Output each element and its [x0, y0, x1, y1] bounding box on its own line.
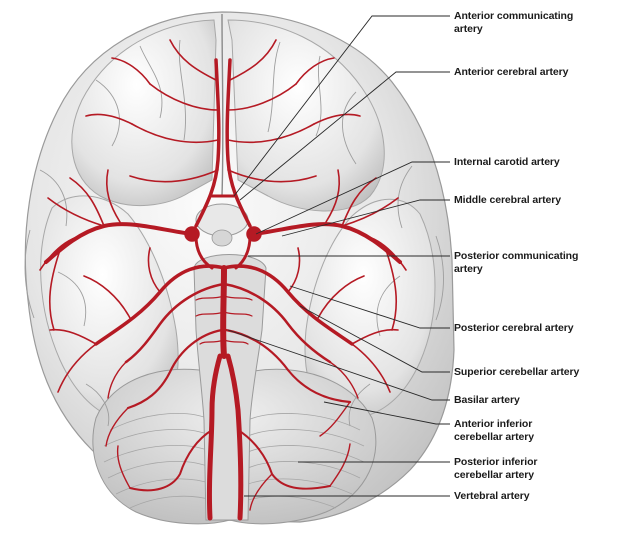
label-anterior-communicating-artery: Anterior communicating artery	[454, 10, 620, 35]
pituitary-stalk	[212, 230, 232, 246]
label-posterior-cerebral-artery: Posterior cerebral artery	[454, 322, 620, 335]
label-basilar-artery: Basilar artery	[454, 394, 620, 407]
label-posterior-communicating-artery: Posterior communicating artery	[454, 250, 620, 275]
label-posterior-inferior-cerebellar-artery: Posterior inferior cerebellar artery	[454, 456, 620, 481]
label-superior-cerebellar-artery: Superior cerebellar artery	[454, 366, 620, 379]
label-vertebral-artery: Vertebral artery	[454, 490, 620, 503]
label-anterior-cerebral-artery: Anterior cerebral artery	[454, 66, 620, 79]
longitudinal-fissure	[222, 14, 223, 196]
label-anterior-inferior-cerebellar-artery: Anterior inferior cerebellar artery	[454, 418, 620, 443]
label-middle-cerebral-artery: Middle cerebral artery	[454, 194, 620, 207]
label-internal-carotid-artery: Internal carotid artery	[454, 156, 620, 169]
right-frontal-lobe	[228, 20, 384, 211]
